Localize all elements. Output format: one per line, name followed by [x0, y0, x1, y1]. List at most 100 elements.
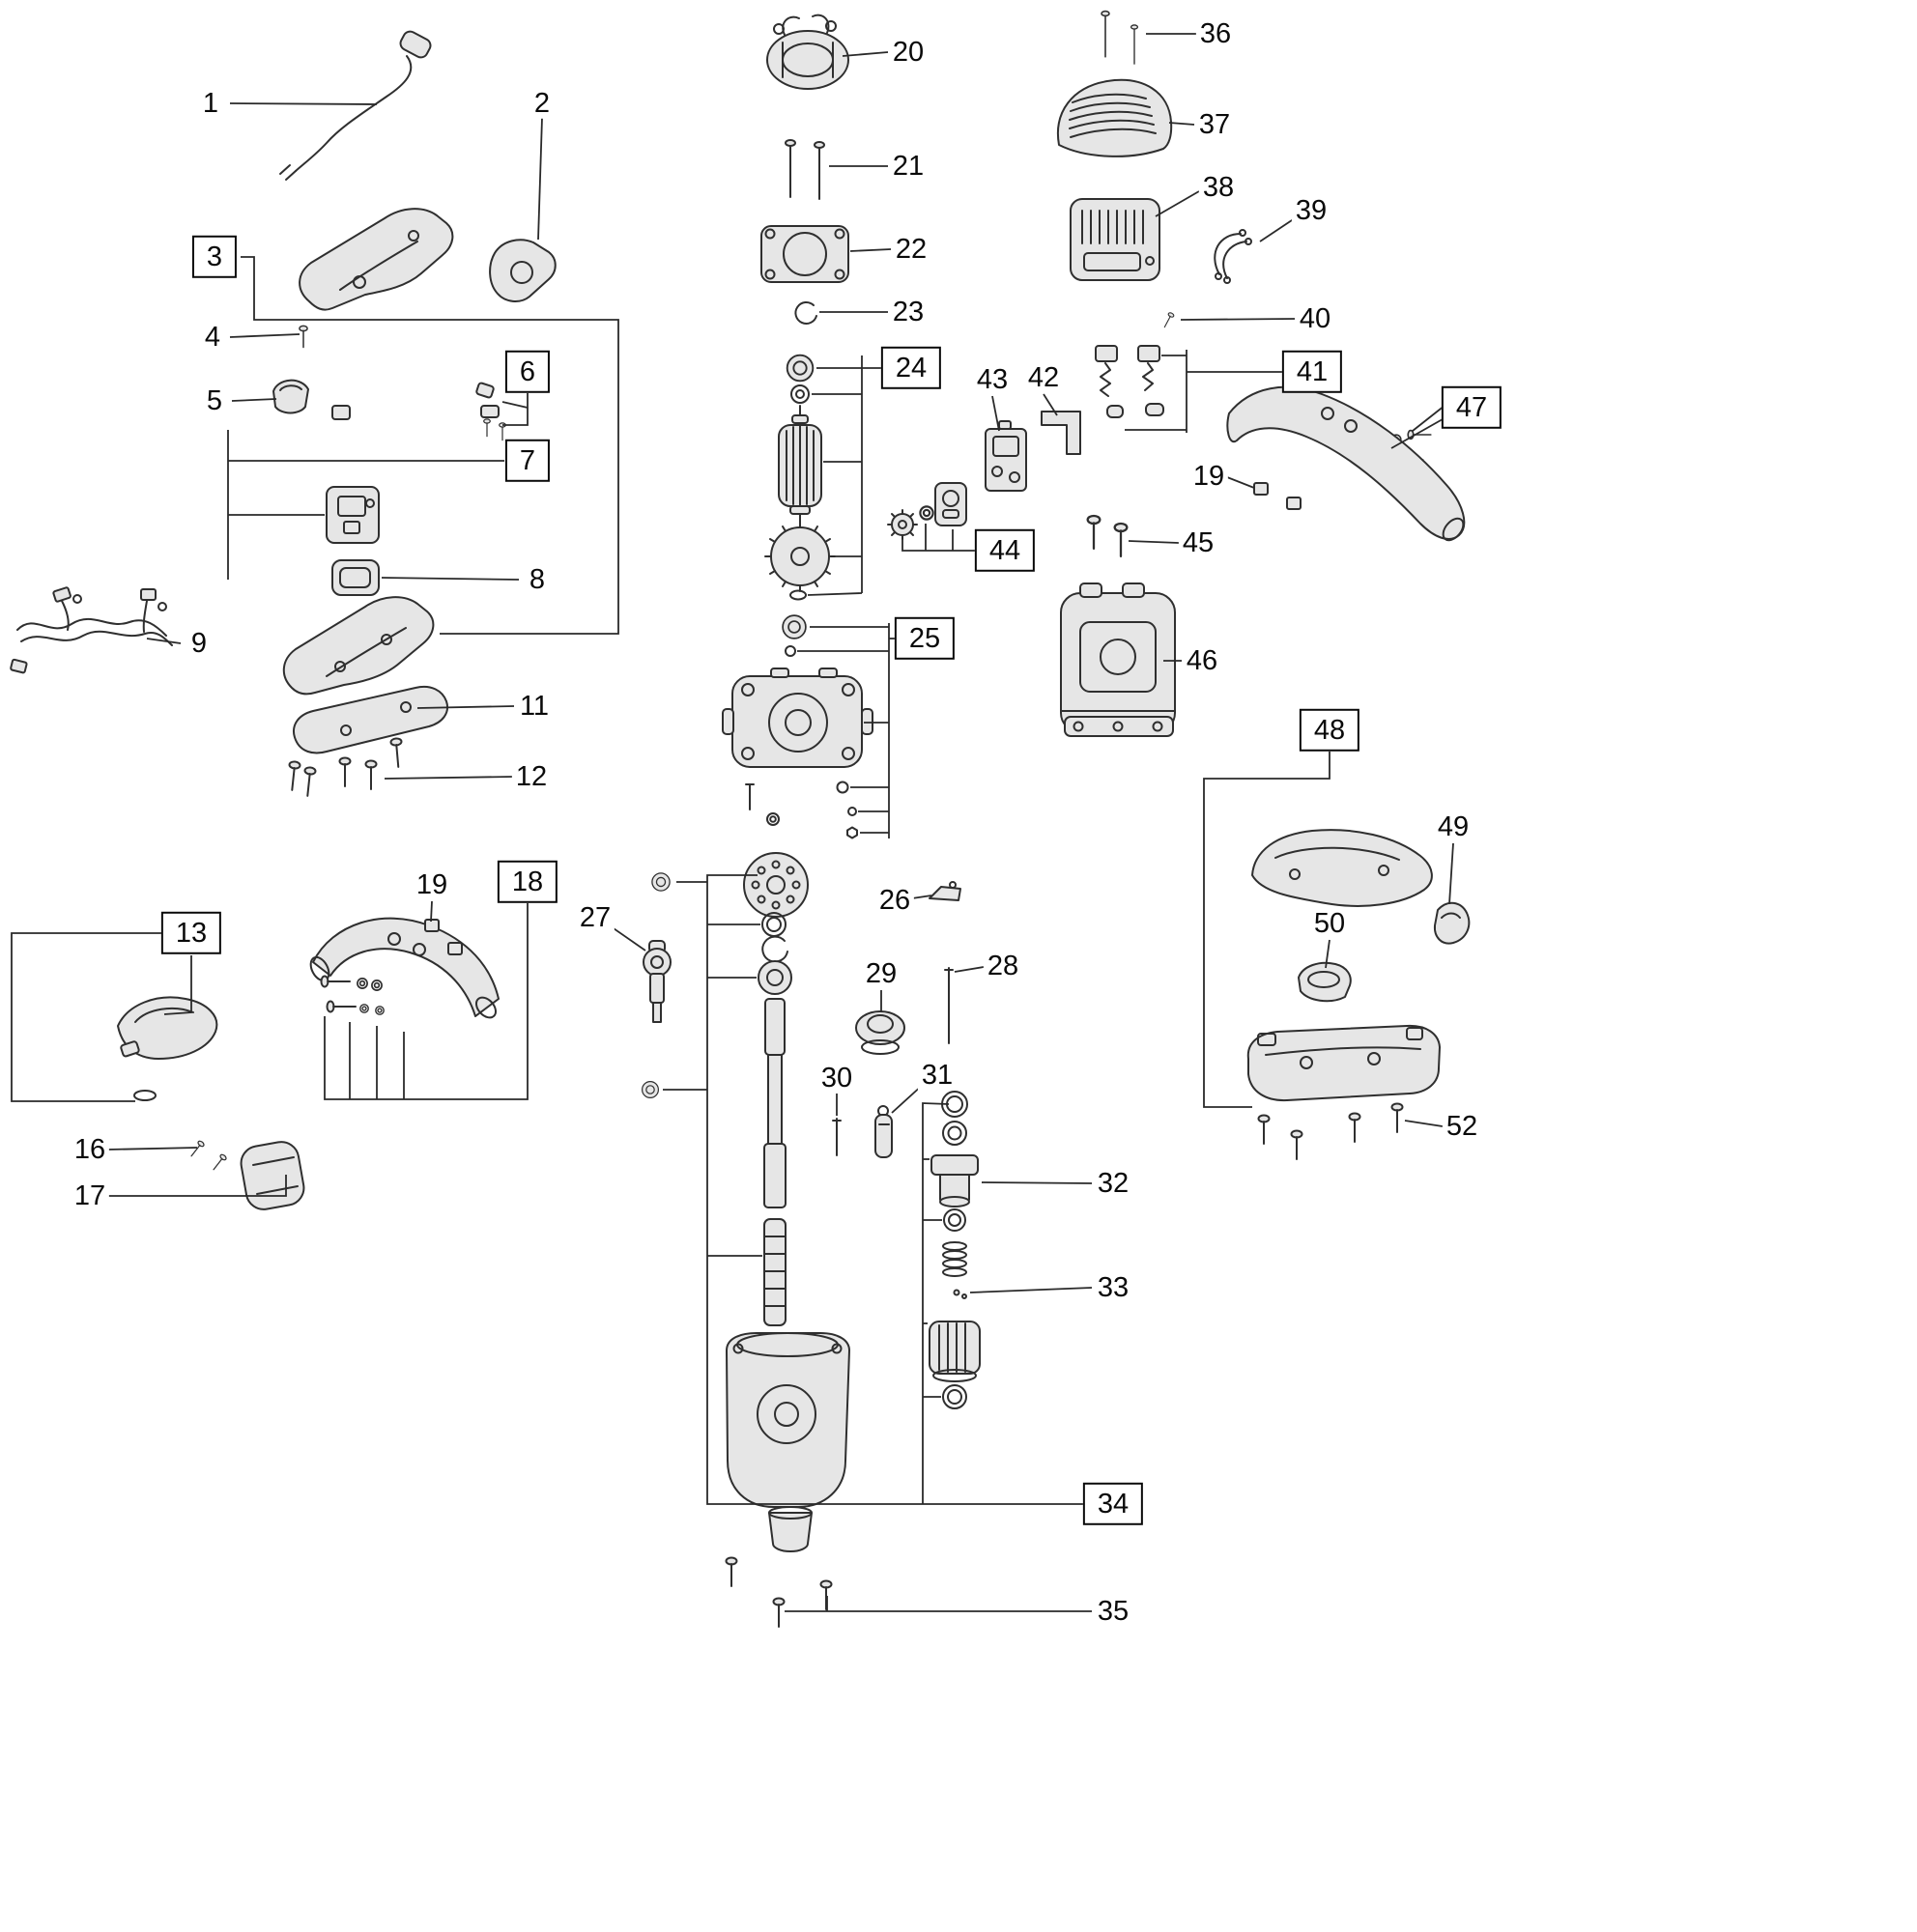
- part-label-23: 23: [888, 296, 929, 328]
- part-drawing-roller-17: [240, 1141, 305, 1210]
- part-drawing-cord-guard: [489, 239, 557, 302]
- part-drawing-spindle-chain: [641, 852, 850, 1552]
- part-drawing-gear-case-46: [1060, 582, 1176, 737]
- leader-line-47: [1390, 414, 1450, 449]
- part-label-31: 31: [917, 1059, 958, 1092]
- part-label-45: 45: [1178, 526, 1218, 559]
- leader-line-20: [842, 51, 889, 57]
- part-label-11: 11: [515, 690, 554, 723]
- part-drawing-baffle-plate-22: [760, 225, 849, 283]
- part-drawing-grommet-29: [855, 1010, 905, 1055]
- leader-line-39: [1259, 217, 1296, 242]
- part-label-39: 39: [1291, 194, 1331, 227]
- part-label-17: 17: [70, 1179, 110, 1212]
- part-label-22: 22: [891, 233, 931, 266]
- leader-line-1: [229, 102, 378, 105]
- part-drawing-switch-7: [326, 486, 380, 544]
- part-label-44: 44: [974, 528, 1036, 573]
- part-drawing-brush-holder-42: [1041, 411, 1081, 455]
- leader-line-13: [11, 932, 169, 1102]
- part-drawing-brush-set-41: [1095, 345, 1164, 418]
- leader-line-22: [849, 248, 892, 252]
- part-label-4: 4: [200, 321, 225, 354]
- part-label-21: 21: [888, 150, 929, 183]
- part-label-47: 47: [1441, 385, 1502, 430]
- part-label-1: 1: [198, 87, 223, 120]
- part-label-16: 16: [70, 1133, 110, 1166]
- part-drawing-pin-28: [944, 967, 954, 1044]
- part-label-40: 40: [1295, 302, 1335, 335]
- leader-line-18: [324, 903, 529, 1100]
- leader-line-37: [1168, 122, 1195, 126]
- part-label-43: 43: [972, 363, 1013, 396]
- part-drawing-clips-19: [424, 919, 463, 955]
- leader-line-8: [381, 577, 520, 581]
- part-label-36: 36: [1195, 17, 1236, 50]
- part-label-25: 25: [894, 616, 956, 661]
- leader-line-48: [1203, 752, 1330, 1108]
- part-drawing-pin-30: [832, 1118, 842, 1156]
- part-label-32: 32: [1093, 1167, 1133, 1200]
- part-label-19: 19: [1188, 460, 1229, 493]
- leader-line-17: [108, 1175, 287, 1197]
- leader-line-6: [502, 393, 529, 426]
- part-label-6: 6: [504, 350, 551, 394]
- part-label-26: 26: [874, 884, 915, 917]
- leader-line-2: [537, 117, 543, 241]
- part-drawing-loop-handle: [1226, 385, 1466, 542]
- part-label-18: 18: [497, 860, 558, 904]
- part-drawing-gear-set-44: [887, 482, 967, 540]
- part-drawing-bracket-26: [929, 881, 961, 901]
- part-drawing-clips-19b: [1253, 482, 1302, 510]
- leader-line-12: [384, 776, 514, 780]
- leader-line-5: [231, 398, 277, 402]
- part-drawing-upper-housing: [299, 208, 454, 311]
- leader-line-28: [954, 966, 985, 973]
- leader-line-9: [146, 638, 182, 644]
- part-label-37: 37: [1194, 108, 1235, 141]
- part-drawing-module-43: [985, 420, 1027, 492]
- leader-line-32: [981, 1181, 1093, 1184]
- part-label-35: 35: [1093, 1595, 1133, 1628]
- part-label-38: 38: [1198, 171, 1239, 204]
- leader-line-11: [416, 705, 515, 709]
- part-label-9: 9: [186, 627, 212, 660]
- part-drawing-spindle-27: [643, 940, 672, 1023]
- leader-line-40: [1180, 318, 1296, 321]
- leader-line-43: [991, 395, 1000, 432]
- leader-line-49: [1448, 842, 1454, 905]
- part-label-7: 7: [504, 439, 551, 483]
- part-label-8: 8: [525, 563, 550, 596]
- part-drawing-stator-20: [766, 14, 849, 90]
- part-drawing-power-cord: [279, 30, 432, 181]
- part-label-49: 49: [1433, 810, 1474, 843]
- leader-line-52: [1404, 1120, 1444, 1127]
- leader-line-19: [430, 900, 433, 923]
- part-drawing-cap-5: [272, 379, 351, 420]
- part-drawing-plunger-31: [874, 1105, 893, 1158]
- part-drawing-clips-6: [475, 382, 506, 441]
- leader-line-27: [610, 925, 646, 952]
- part-label-19: 19: [412, 868, 452, 901]
- leader-line-33: [969, 1287, 1093, 1293]
- leader-line-26: [911, 895, 932, 899]
- part-label-42: 42: [1023, 361, 1064, 394]
- leader-line-45: [1128, 540, 1180, 544]
- part-label-46: 46: [1182, 644, 1222, 677]
- part-label-48: 48: [1299, 708, 1360, 753]
- part-drawing-tray-8: [331, 559, 380, 596]
- part-label-34: 34: [1082, 1482, 1144, 1526]
- part-label-3: 3: [191, 235, 238, 279]
- part-label-24: 24: [880, 346, 942, 390]
- part-drawing-motor-cover-37: [1057, 78, 1173, 157]
- leader-line-19: [1226, 476, 1255, 489]
- leader-line-44: [901, 537, 983, 552]
- part-drawing-cover-38: [1070, 198, 1160, 281]
- part-drawing-wire-harness-9: [10, 586, 173, 674]
- part-label-13: 13: [160, 911, 222, 955]
- part-label-29: 29: [861, 957, 901, 990]
